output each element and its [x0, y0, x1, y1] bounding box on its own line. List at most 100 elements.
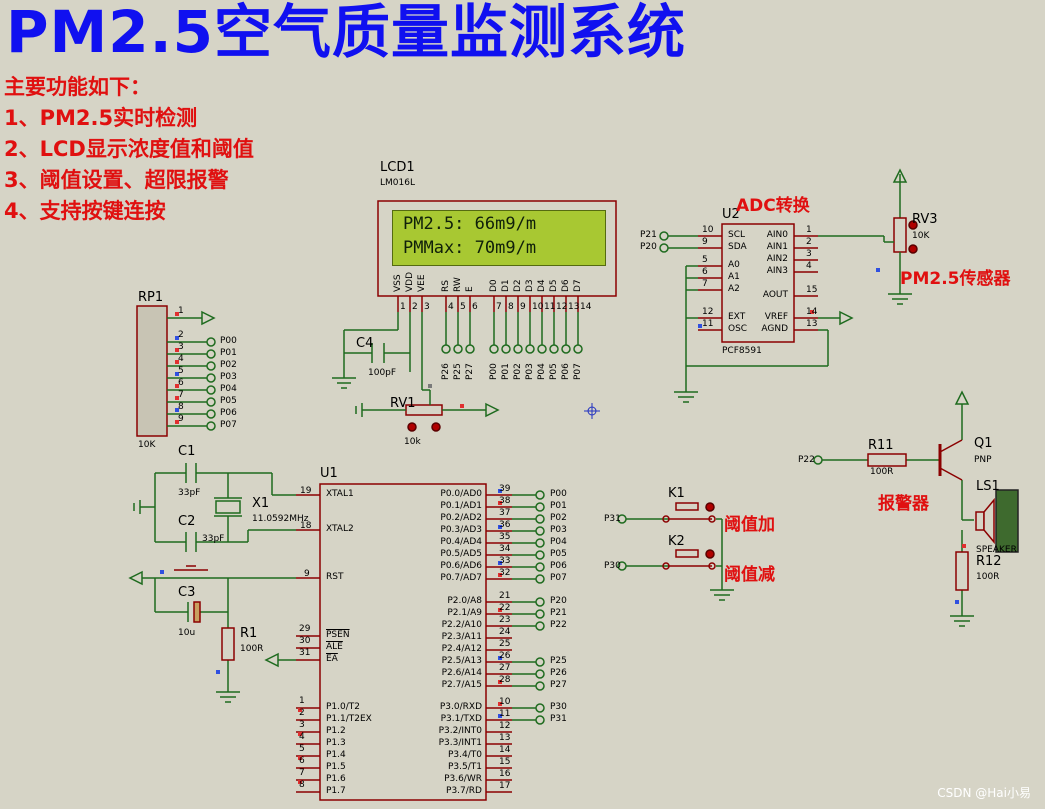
lcd-pin-name: D7: [573, 279, 583, 292]
lcd-pin-name: RS: [441, 280, 451, 292]
lcd-ref: LCD1: [380, 160, 415, 175]
q1-value: PNP: [974, 455, 992, 465]
terminal-circle: [617, 561, 627, 571]
u1-net-label: P21: [550, 608, 567, 618]
lcd-net-label: P05: [549, 363, 559, 380]
terminal-circle: [206, 361, 216, 371]
capacitor-c2: [185, 532, 197, 552]
u1-pin-number: 23: [499, 615, 511, 625]
c4-ref: C4: [356, 336, 374, 351]
u1-pin-name: P1.5: [326, 762, 346, 772]
u2-pin-number: 13: [806, 319, 818, 329]
u1-left-leads: [296, 494, 320, 793]
c3-value: 10u: [178, 628, 196, 638]
u1-pin-number: 24: [499, 627, 511, 637]
lcd-pin-number: 11: [544, 302, 556, 312]
mcu-u1: [319, 483, 487, 801]
lcd-net-label: P25: [453, 363, 463, 380]
capacitor-c4: [371, 343, 385, 363]
u1-net-label: P26: [550, 668, 567, 678]
terminal-circle: [535, 538, 545, 548]
u2-pin-name: AIN1: [766, 242, 788, 252]
u2-pin-name: OSC: [728, 324, 748, 334]
lcd-net-label: P02: [513, 363, 523, 380]
alarm-circuit: [822, 390, 974, 627]
speaker-ls1: [975, 489, 1019, 553]
resistor-r12: [955, 551, 969, 591]
u1-net-label: P07: [550, 573, 567, 583]
u2-pin-name: AIN0: [766, 230, 788, 240]
u1-pin-name: P1.1/T2EX: [326, 714, 372, 724]
u2-pin-number: 3: [806, 249, 812, 259]
u1-pin-number: 16: [499, 769, 511, 779]
u2-pin-name: AOUT: [762, 290, 788, 300]
lcd-net-label: P26: [441, 363, 451, 380]
u1-pin-number: 14: [499, 745, 511, 755]
u1-pin-number: 6: [299, 756, 305, 766]
u1-pin-name: P0.5/AD5: [440, 549, 482, 559]
rp1-net-label: P03: [220, 372, 237, 382]
u1-net-label: P31: [550, 714, 567, 724]
u2-pin-name: AIN3: [766, 266, 788, 276]
u1-pin-number: 22: [499, 603, 511, 613]
u2-pin-number: 1: [806, 225, 812, 235]
lcd-pin-name: D3: [525, 279, 535, 292]
r11-ref: R11: [868, 438, 894, 453]
potentiometer-rv3: [884, 168, 918, 305]
u1-pin-number: 2: [299, 708, 305, 718]
adc-u2: [721, 223, 795, 343]
k1-ref: K1: [668, 486, 685, 501]
terminal-circle: [573, 344, 583, 354]
terminal-group: [206, 231, 823, 725]
rp1-net-label: P00: [220, 336, 237, 346]
u1-pin-name: P2.1/A9: [447, 608, 482, 618]
terminal-circle: [513, 344, 523, 354]
ls1-value: SPEAKER: [976, 545, 1017, 555]
lcd-net-label: P04: [537, 363, 547, 380]
u2-pin-name: AIN2: [766, 254, 788, 264]
terminal-circle: [206, 385, 216, 395]
terminal-circle: [561, 344, 571, 354]
terminal-circle: [535, 681, 545, 691]
terminal-circle: [535, 715, 545, 725]
annotation-alarm: 报警器: [878, 494, 929, 514]
u1-pin-name: P3.7/RD: [446, 786, 482, 796]
ls1-ref: LS1: [976, 479, 1000, 494]
terminal-circle: [206, 349, 216, 359]
u1-pin-name: P0.1/AD1: [440, 501, 482, 511]
u1-pin-number: 3: [299, 720, 305, 730]
u1-pin-number: 8: [299, 780, 305, 790]
rst-pin-number: 9: [304, 569, 310, 579]
key-k1: [626, 502, 716, 523]
u1-pin-name: PSEN: [326, 630, 350, 640]
terminal-circle: [535, 514, 545, 524]
u1-pin-number: 12: [499, 721, 511, 731]
lcd-pin-name: D0: [489, 279, 499, 292]
rp1-pin-number: 5: [178, 366, 184, 376]
u1-pin-number: 1: [299, 696, 305, 706]
rp1-net-label: P05: [220, 396, 237, 406]
rv1-ref: RV1: [390, 396, 416, 411]
annotation-adc: ADC转换: [736, 196, 810, 216]
u2-ref: U2: [722, 207, 740, 222]
key-k2: [626, 549, 716, 570]
u1-pin-name: RST: [326, 572, 344, 582]
u1-pin-name: P1.7: [326, 786, 346, 796]
u1-pin-number: 5: [299, 744, 305, 754]
terminal-circle: [813, 455, 823, 465]
u1-pin-name: P1.0/T2: [326, 702, 360, 712]
rp1-pin-number: 9: [178, 414, 184, 424]
u2-pin-number: 9: [702, 237, 708, 247]
c1-ref: C1: [178, 444, 196, 459]
rv3-ref: RV3: [912, 212, 938, 227]
lcd-line-2: PMMax: 70m9/m: [403, 238, 537, 258]
u1-pin-name: EA: [326, 654, 338, 664]
u2-pin-name: A0: [728, 260, 740, 270]
u1-net-label: P01: [550, 501, 567, 511]
u1-pin-name: P0.6/AD6: [440, 561, 482, 571]
oscillator-circuit: [133, 472, 296, 543]
u2-pin-number: 14: [806, 307, 818, 317]
r11-value: 100R: [870, 467, 894, 477]
rv1-value: 10k: [404, 437, 421, 447]
lcd-net-label: P27: [465, 363, 475, 380]
